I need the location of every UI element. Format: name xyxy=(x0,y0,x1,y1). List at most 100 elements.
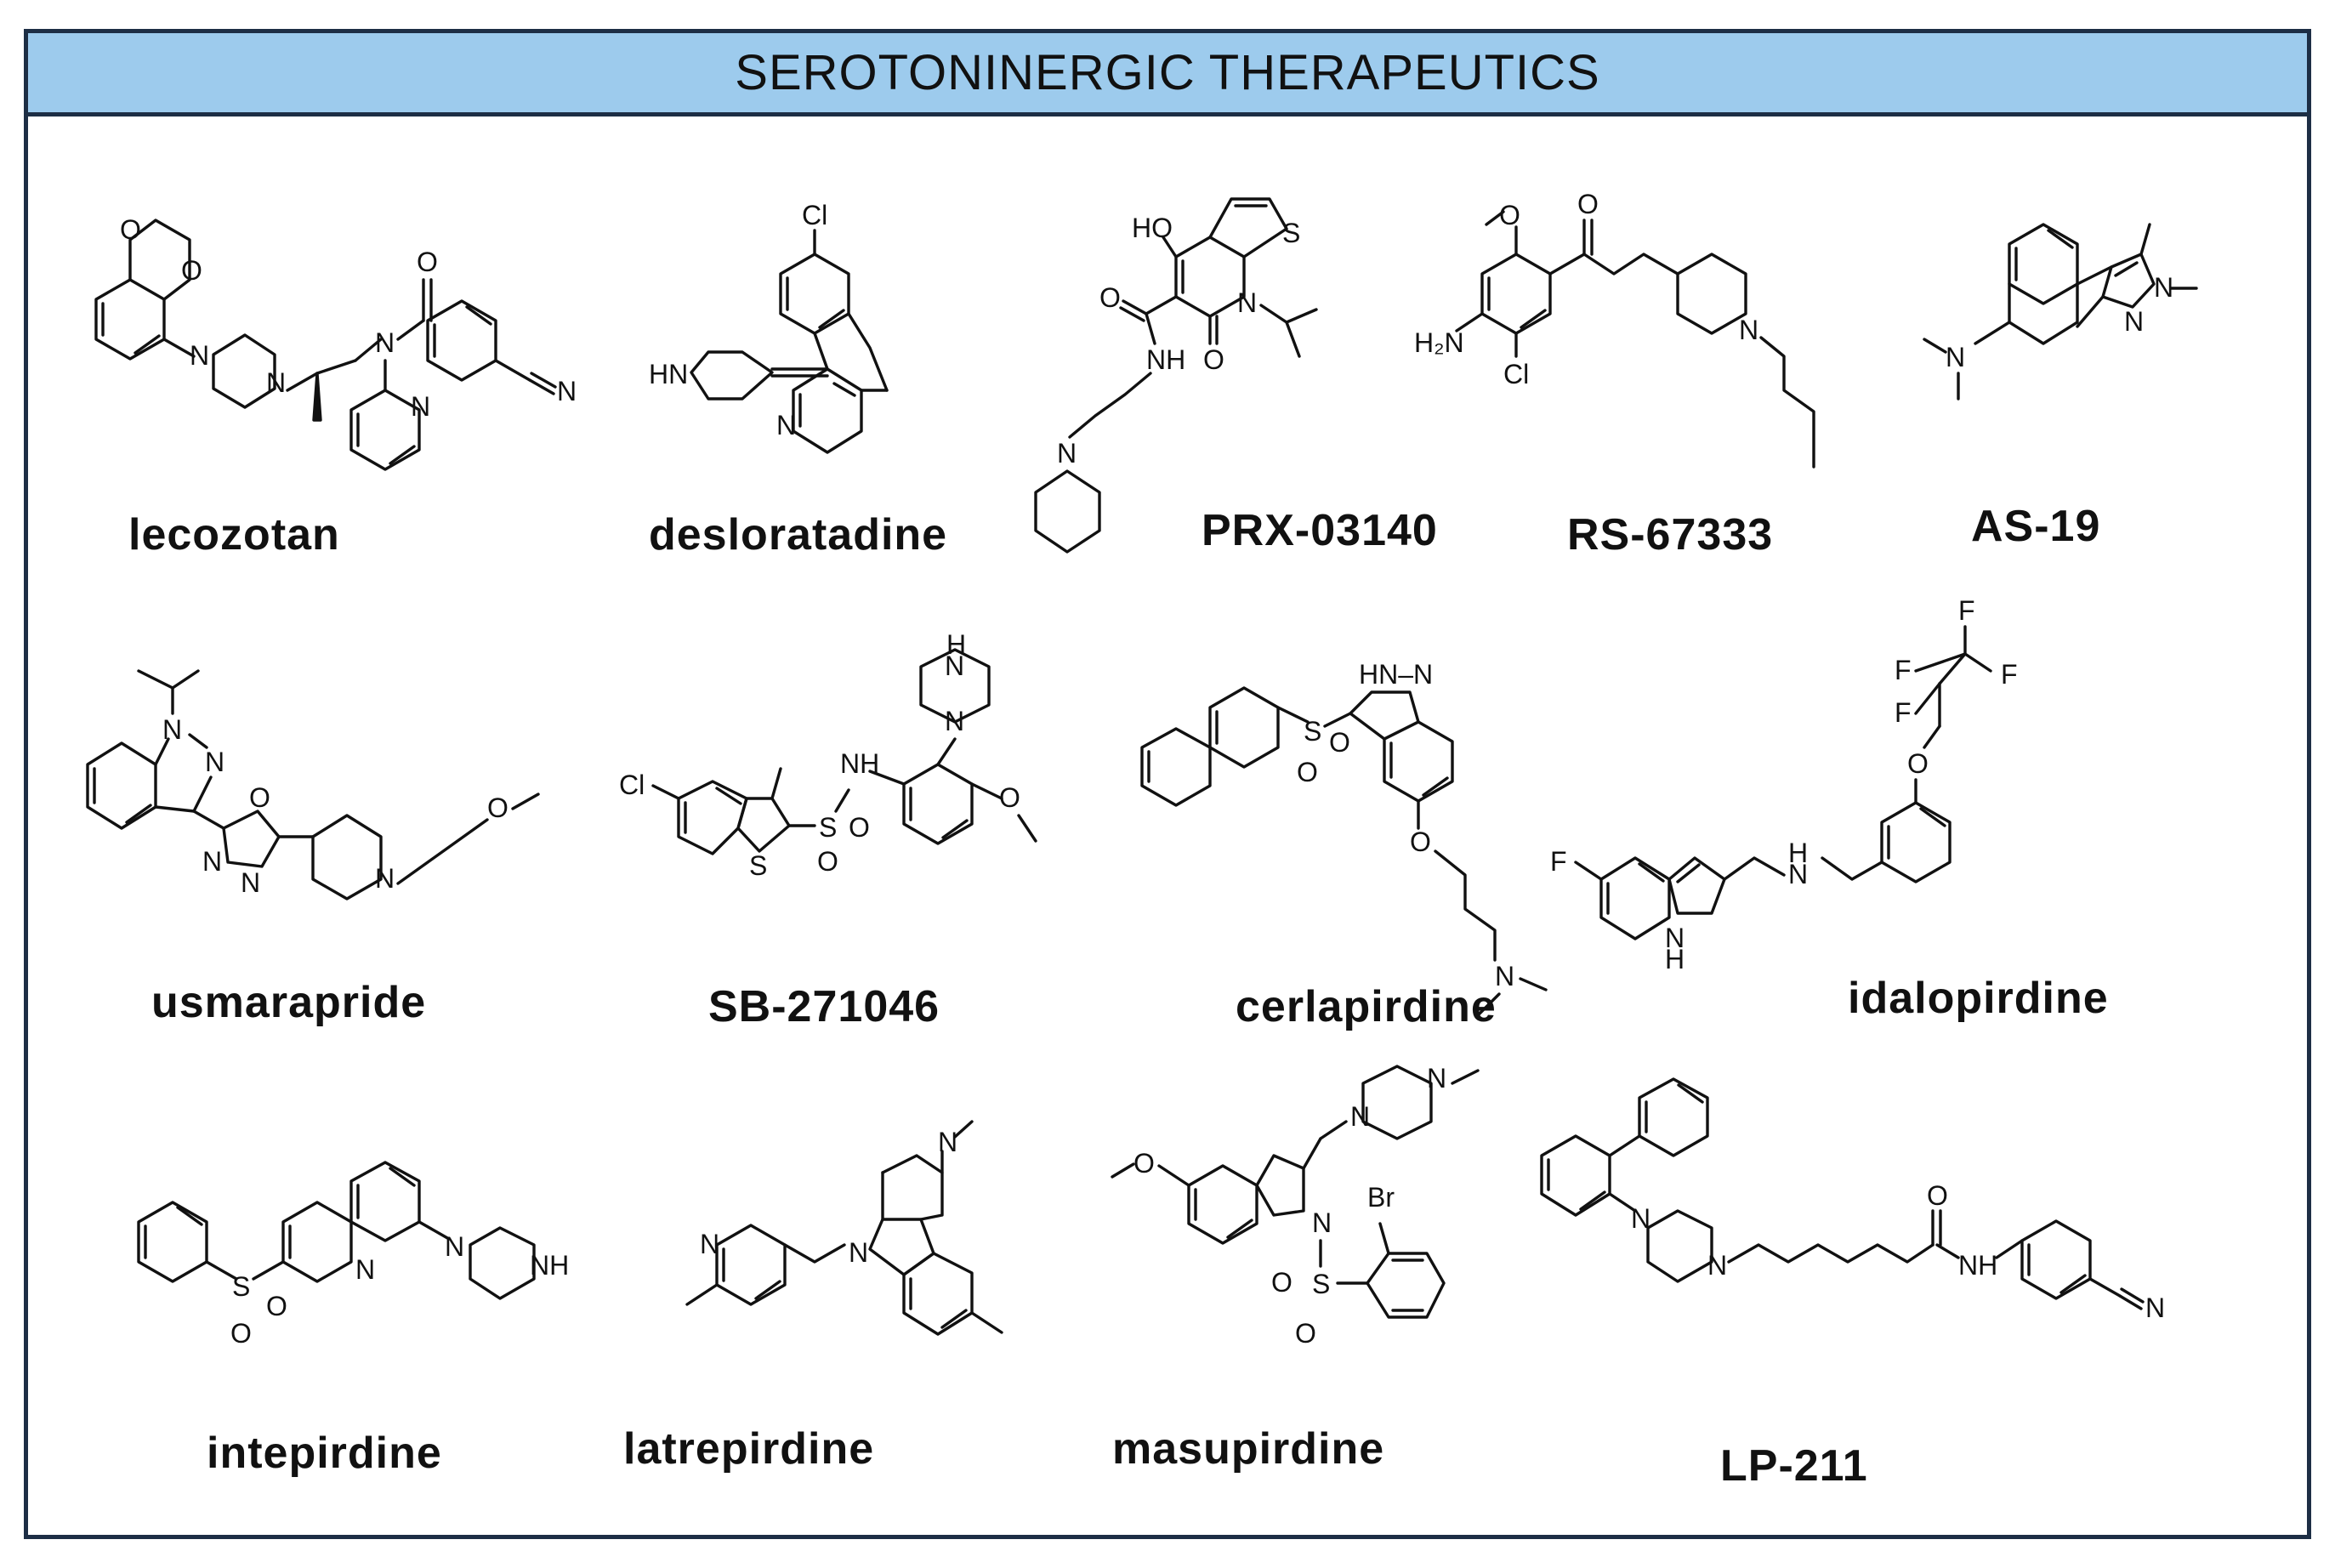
atom-label: N xyxy=(2145,1292,2165,1323)
atom-label: N xyxy=(938,1127,957,1157)
prx-03140-structure-drawing: HO S N O O NH N xyxy=(1034,197,1318,554)
atom-label: HN xyxy=(649,359,688,389)
atom-label: Br xyxy=(1367,1182,1395,1213)
atom-label: H xyxy=(1788,838,1808,868)
atom-label: O xyxy=(817,846,838,877)
atom-label: O xyxy=(1099,282,1121,313)
atom-label: NH xyxy=(840,748,879,779)
compound-name: usmarapride xyxy=(151,978,427,1027)
atom-label: N xyxy=(2154,272,2173,303)
compound-name: LP-211 xyxy=(1720,1441,1868,1491)
atom-label: N xyxy=(190,340,209,371)
atom-label: O xyxy=(249,782,270,813)
usmarapride-structure-drawing: N N O N N N O xyxy=(86,669,540,900)
atom-label: HO xyxy=(1132,213,1173,243)
structure-intepirdine: S O O N N NH intepirdine xyxy=(122,1088,632,1496)
atom-label: O xyxy=(266,1291,287,1321)
structure-prx-03140: HO S N O O NH N PRX-03140 xyxy=(1014,161,1440,637)
atom-label: N xyxy=(945,706,964,736)
structure-lecozotan: O O N N N O N xyxy=(62,161,623,560)
atom-label: N xyxy=(1057,438,1077,469)
lecozotan-structure-drawing: O O N N N O N xyxy=(94,214,577,471)
structure-latrepirdine: N N N latrepirdine xyxy=(623,1088,1099,1496)
compound-name: RS-67333 xyxy=(1567,510,1774,560)
atom-label: N xyxy=(1237,287,1257,318)
atom-label: N xyxy=(241,867,260,898)
compound-name: SB-271046 xyxy=(708,982,940,1031)
atom-label: O xyxy=(1577,189,1599,219)
atom-label: HN–N xyxy=(1359,659,1433,690)
atom-label: N xyxy=(1788,859,1808,889)
structure-cerlapirdine: S O O HN–N O N cerlapirdine xyxy=(1140,628,1686,1031)
atom-label: S xyxy=(819,812,837,843)
atom-label: O xyxy=(1203,344,1224,375)
lp-211-structure-drawing: N N O NH N xyxy=(1540,1077,2165,1323)
structure-masupirdine: N N N O S O O Br masupirdine xyxy=(1048,1063,1525,1496)
structure-desloratadine: Cl N HN desloratadine xyxy=(615,161,1014,560)
atom-label: O xyxy=(1499,200,1520,230)
compound-name: masupirdine xyxy=(1112,1424,1385,1474)
atom-label: N xyxy=(776,410,796,440)
atom-label: O xyxy=(1410,827,1431,857)
atom-label: N xyxy=(411,391,430,422)
atom-label: N xyxy=(700,1229,719,1259)
atom-label: N xyxy=(205,747,224,777)
atom-label: O xyxy=(120,214,141,245)
atom-label: N xyxy=(375,863,395,894)
atom-label: N xyxy=(355,1254,375,1285)
structure-usmarapride: N N O N N N O usmarapride xyxy=(54,628,615,1027)
sb-271046-structure-drawing: H N N O NH S O O S Cl xyxy=(619,629,1037,881)
atom-label: O xyxy=(487,793,508,823)
atom-label: O xyxy=(417,247,438,277)
compound-name: lecozotan xyxy=(128,510,340,560)
desloratadine-structure-drawing: Cl N HN xyxy=(649,200,889,454)
atom-label: N xyxy=(162,714,182,745)
atom-label: N xyxy=(202,846,222,877)
compound-name: desloratadine xyxy=(649,510,948,560)
atom-label: N xyxy=(1707,1250,1727,1281)
atom-label: F xyxy=(1550,846,1567,877)
atom-label: N xyxy=(1350,1101,1370,1132)
atom-label: N xyxy=(2124,306,2144,337)
atom-label: N xyxy=(1495,961,1514,991)
atom-label: NH xyxy=(1958,1250,1997,1281)
atom-label: Cl xyxy=(619,770,645,800)
atom-label: N xyxy=(445,1231,464,1262)
atom-label: NH xyxy=(530,1250,569,1281)
structure-sb-271046: H N N O NH S O O S Cl SB-271046 xyxy=(606,628,1116,1031)
atom-label: S xyxy=(749,850,767,881)
atom-label: H xyxy=(946,629,966,660)
compound-name: PRX-03140 xyxy=(1202,506,1438,555)
atom-label: H xyxy=(1665,944,1684,974)
idalopirdine-structure-drawing: F F F F O H N N H F xyxy=(1550,595,2018,974)
atom-label: S xyxy=(1312,1269,1330,1299)
structure-rs-67333: O H₂N Cl O N RS-67333 xyxy=(1406,161,1933,560)
atom-label: O xyxy=(1133,1148,1155,1179)
atom-label: F xyxy=(1958,595,1975,626)
atom-label: N xyxy=(1946,342,1965,372)
title-banner: SEROTONINERGIC THERAPEUTICS xyxy=(28,33,2307,116)
atom-label: S xyxy=(1304,716,1321,747)
atom-label: O xyxy=(1271,1267,1292,1298)
atom-label: F xyxy=(1895,655,1912,685)
atom-label: O xyxy=(1907,748,1929,779)
atom-label: N xyxy=(1739,315,1758,345)
atom-label: N xyxy=(1427,1063,1446,1094)
compound-name: AS-19 xyxy=(1971,502,2101,551)
atom-label: N xyxy=(557,376,577,406)
atom-label: O xyxy=(1329,727,1350,758)
intepirdine-structure-drawing: S O O N N NH xyxy=(137,1161,569,1349)
compound-name: cerlapirdine xyxy=(1236,982,1497,1031)
figure-title: SEROTONINERGIC THERAPEUTICS xyxy=(735,45,1600,100)
atom-label: O xyxy=(1295,1318,1316,1349)
masupirdine-structure-drawing: N N N O S O O Br xyxy=(1111,1063,1480,1349)
atom-label: O xyxy=(230,1318,252,1349)
structure-idalopirdine: F F F F O H N N H F xyxy=(1550,586,2298,1028)
figure-frame: SEROTONINERGIC THERAPEUTICS O O N N N xyxy=(24,29,2311,1539)
structure-lp-211: N N O NH N LP-211 xyxy=(1516,1054,2281,1496)
atom-label: F xyxy=(1895,697,1912,728)
atom-label: N xyxy=(849,1237,868,1268)
compound-name: idalopirdine xyxy=(1848,974,2109,1023)
atom-label: N xyxy=(266,367,286,398)
compound-name: latrepirdine xyxy=(623,1424,875,1474)
